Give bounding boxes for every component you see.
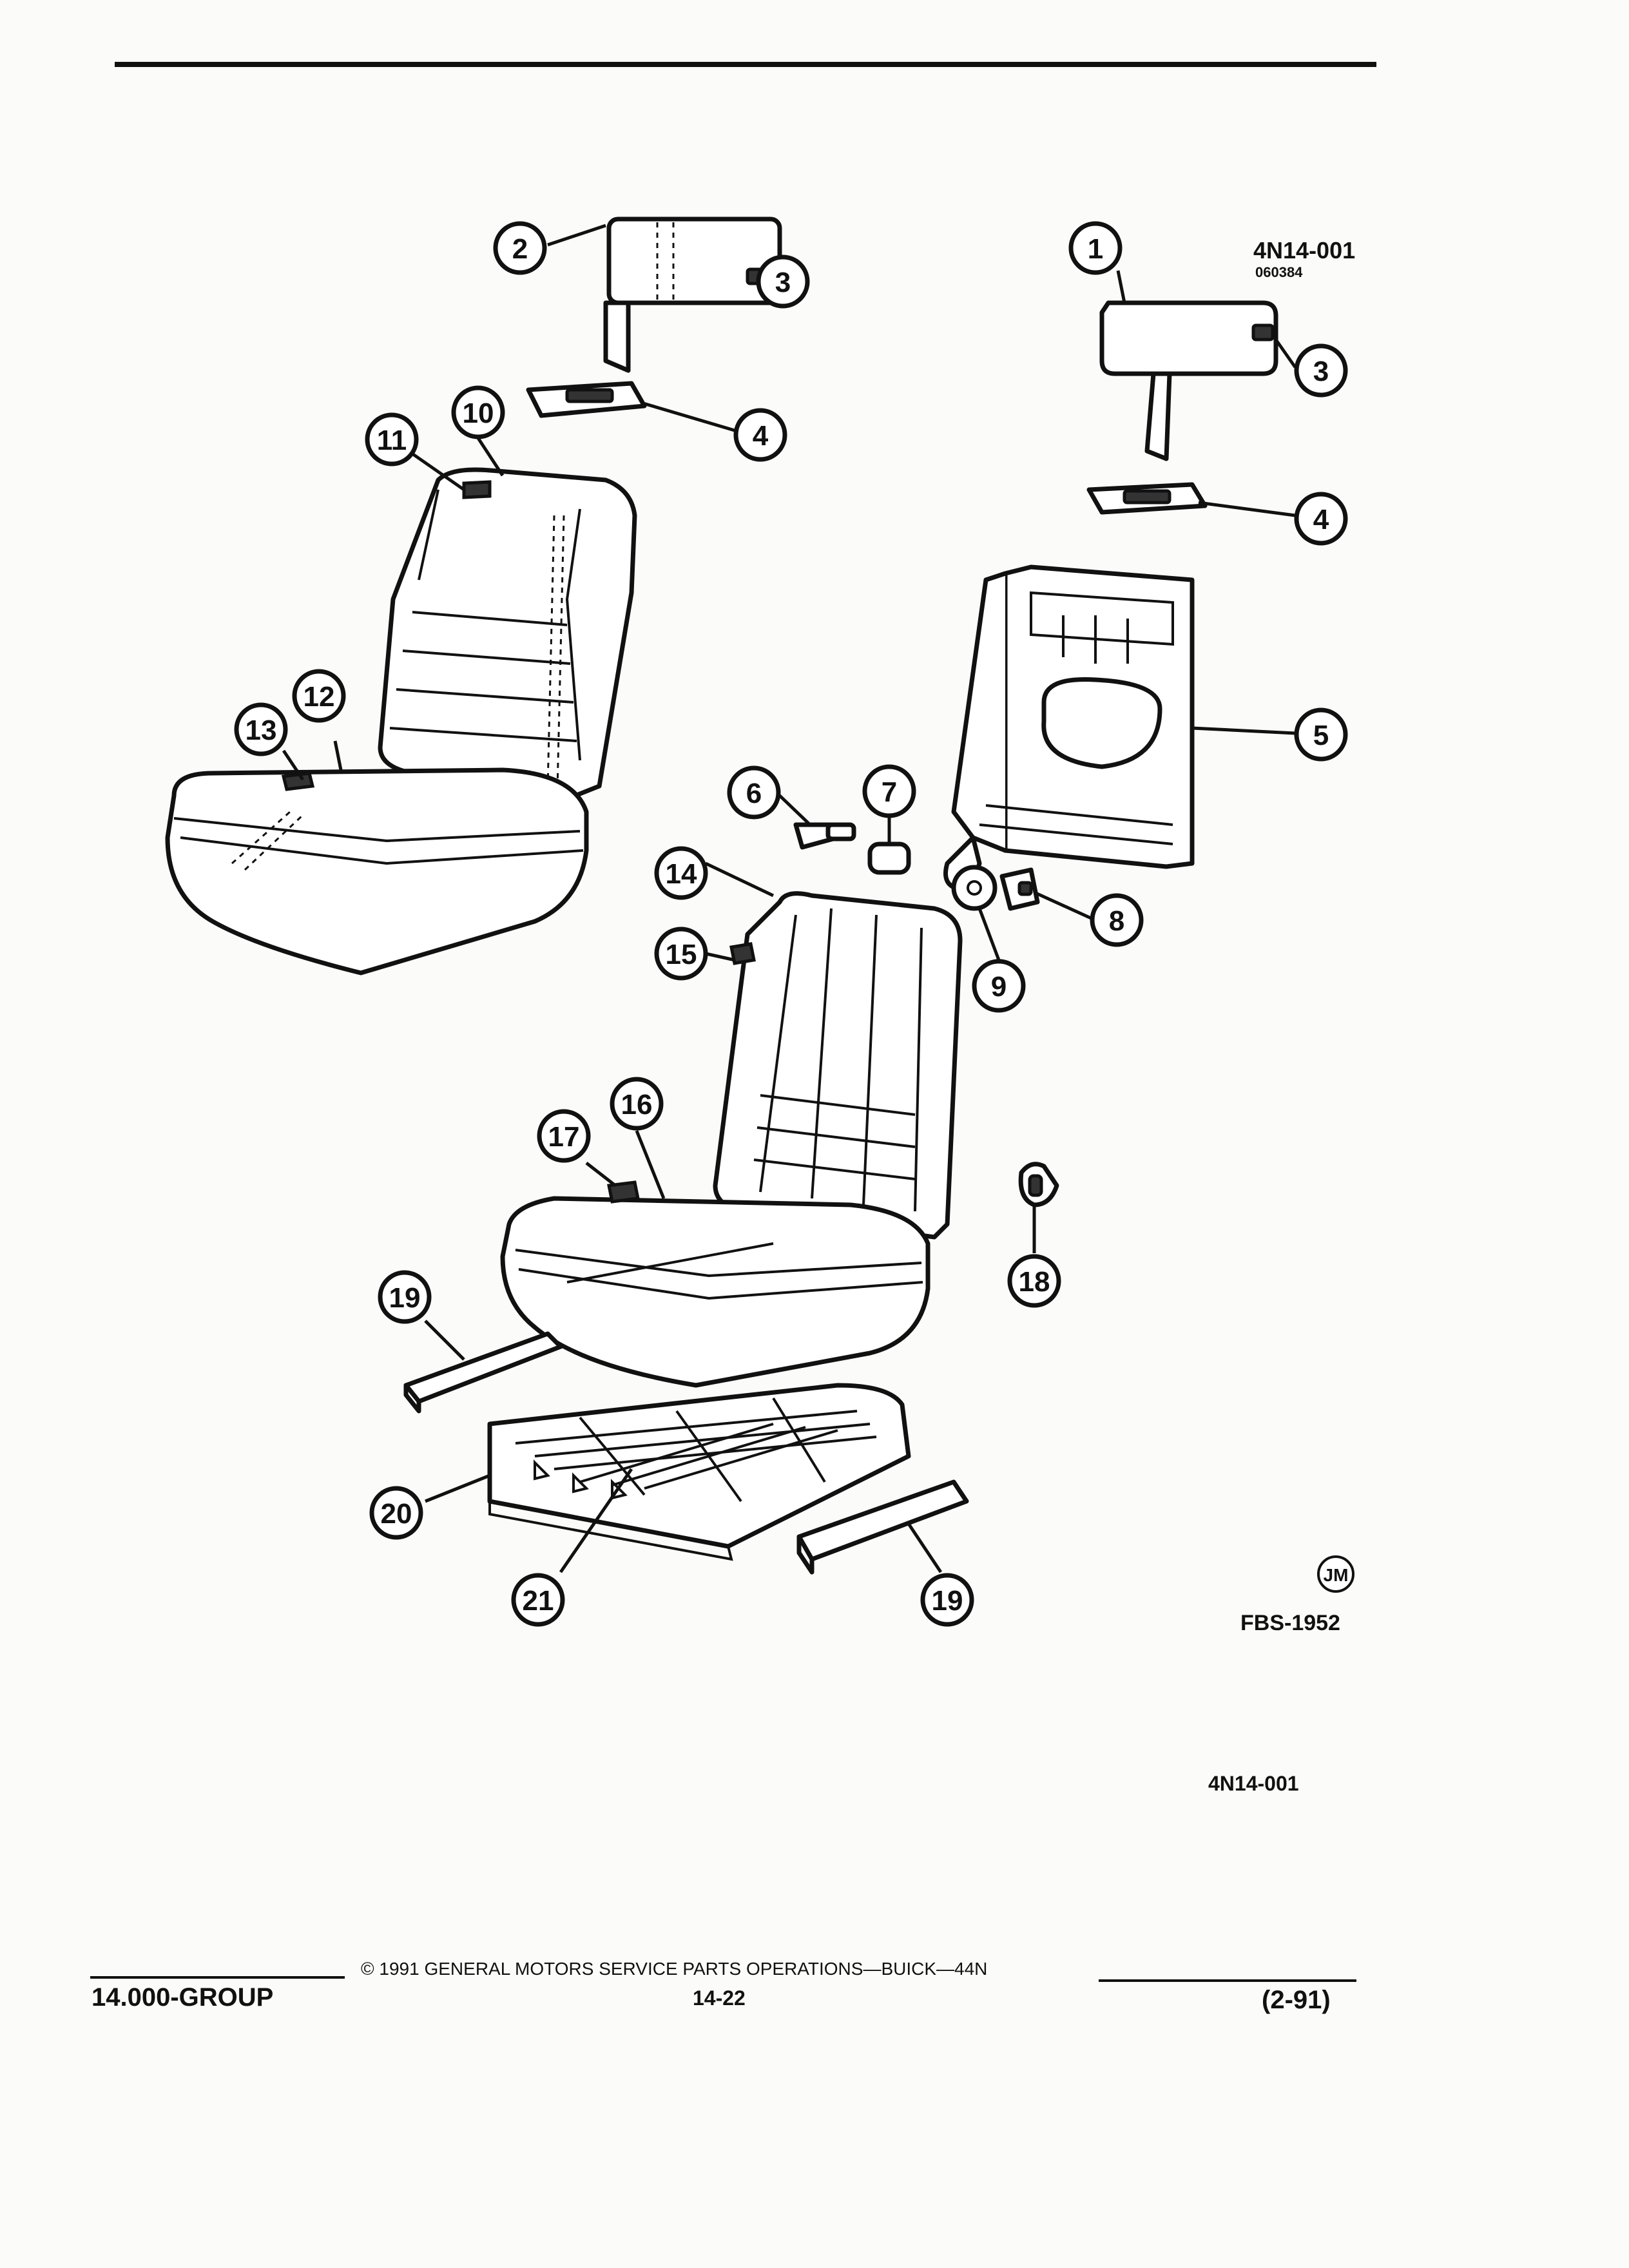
svg-text:21: 21	[523, 1585, 554, 1617]
callout-17: 17	[537, 1109, 591, 1163]
footer-rule-right	[1099, 1979, 1356, 1982]
svg-text:JM: JM	[1324, 1565, 1349, 1585]
callout-18: 18	[1007, 1254, 1061, 1308]
callout-4-right: 4	[1294, 492, 1348, 546]
svg-text:20: 20	[381, 1498, 412, 1530]
callout-4-left: 4	[733, 408, 787, 462]
svg-text:15: 15	[666, 939, 697, 970]
artist-mark: JM	[1317, 1555, 1354, 1593]
seat-back-frame	[943, 564, 1195, 892]
svg-text:11: 11	[377, 425, 407, 456]
svg-text:17: 17	[548, 1121, 580, 1153]
callout-1: 1	[1068, 221, 1123, 275]
callout-19-right: 19	[920, 1573, 974, 1627]
callout-9: 9	[972, 959, 1026, 1013]
svg-text:18: 18	[1019, 1266, 1050, 1298]
seat-side-shield-right	[796, 1479, 969, 1575]
bushing	[867, 841, 911, 875]
svg-text:6: 6	[746, 778, 762, 809]
callout-8: 8	[1090, 893, 1144, 947]
svg-text:5: 5	[1313, 720, 1329, 751]
seat-cushion-cover-upper	[165, 767, 589, 975]
illustration-date: 060384	[1255, 264, 1303, 280]
svg-text:3: 3	[775, 267, 791, 298]
svg-text:4: 4	[1313, 504, 1329, 535]
headrest-guide-right	[1086, 482, 1208, 515]
footer-page-number: 14-22	[693, 1986, 746, 2010]
svg-text:16: 16	[621, 1089, 653, 1120]
svg-text:14: 14	[666, 858, 697, 890]
callout-6: 6	[727, 765, 781, 820]
callout-3-right: 3	[1294, 343, 1348, 398]
pivot-bolt	[793, 822, 856, 850]
seat-back-cover-upper	[378, 467, 637, 802]
seat-side-shield-left	[403, 1331, 563, 1414]
callout-16: 16	[610, 1077, 664, 1131]
recliner-knob	[999, 867, 1040, 911]
callout-21: 21	[511, 1573, 565, 1627]
svg-text:4: 4	[753, 420, 769, 452]
top-rule	[115, 62, 1376, 67]
headrest-guide-left	[526, 381, 647, 418]
illustration-id: 4N14-001	[1253, 237, 1356, 264]
callout-7: 7	[862, 764, 916, 818]
figure-number: FBS-1952	[1240, 1611, 1340, 1635]
svg-text:1: 1	[1088, 233, 1103, 265]
svg-text:12: 12	[304, 681, 335, 713]
svg-text:3: 3	[1313, 356, 1329, 387]
svg-text:13: 13	[246, 715, 277, 746]
headrest-right	[1099, 300, 1278, 461]
svg-text:9: 9	[991, 971, 1007, 1003]
footer-copyright: © 1991 GENERAL MOTORS SERVICE PARTS OPER…	[361, 1959, 988, 1979]
recliner-cover	[951, 865, 998, 911]
headrest-left	[603, 216, 782, 373]
callout-20: 20	[369, 1486, 423, 1540]
seat-cushion-cover-lower	[500, 1180, 930, 1388]
callout-15: 15	[654, 927, 708, 981]
svg-text:19: 19	[389, 1282, 421, 1314]
footer-rule-left	[90, 1976, 345, 1979]
callout-13: 13	[234, 702, 288, 756]
svg-text:7: 7	[882, 776, 897, 808]
callout-3-left: 3	[756, 255, 810, 309]
seat-adjuster-frame	[487, 1383, 911, 1561]
seat-back-cover-lower	[713, 891, 963, 1240]
callout-19-left: 19	[378, 1270, 432, 1324]
callout-2: 2	[493, 221, 547, 275]
callout-5: 5	[1294, 707, 1348, 762]
figure-caption: 4N14-001	[1208, 1772, 1299, 1795]
footer-group: 14.000-GROUP	[92, 1983, 274, 2012]
svg-text:19: 19	[932, 1585, 963, 1617]
leader-lines	[282, 224, 1297, 1573]
callout-14: 14	[654, 846, 708, 900]
svg-text:2: 2	[512, 233, 528, 265]
footer-revision: (2-91)	[1262, 1986, 1331, 2014]
trim-escutcheon	[1018, 1162, 1059, 1207]
svg-text:10: 10	[463, 398, 494, 429]
callout-10: 10	[451, 385, 505, 439]
callout-11: 11	[365, 412, 419, 466]
callout-12: 12	[292, 669, 346, 723]
svg-text:8: 8	[1109, 905, 1124, 937]
